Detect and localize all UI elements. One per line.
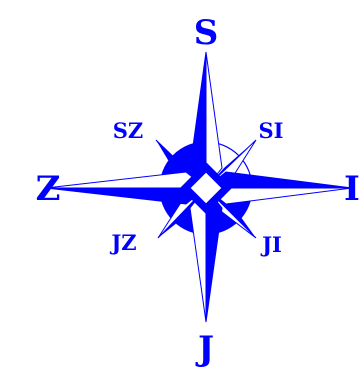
label-south: J: [195, 329, 214, 369]
label-southwest: JZ: [109, 230, 136, 255]
west-point-bottom: [46, 188, 206, 204]
west-point-top: [46, 172, 206, 188]
label-northwest: SZ: [113, 118, 144, 143]
label-north: S: [194, 13, 219, 53]
label-west: Z: [36, 169, 61, 209]
label-northeast: SI: [259, 118, 284, 143]
label-east: I: [344, 169, 360, 209]
label-southeast: JI: [260, 232, 282, 257]
